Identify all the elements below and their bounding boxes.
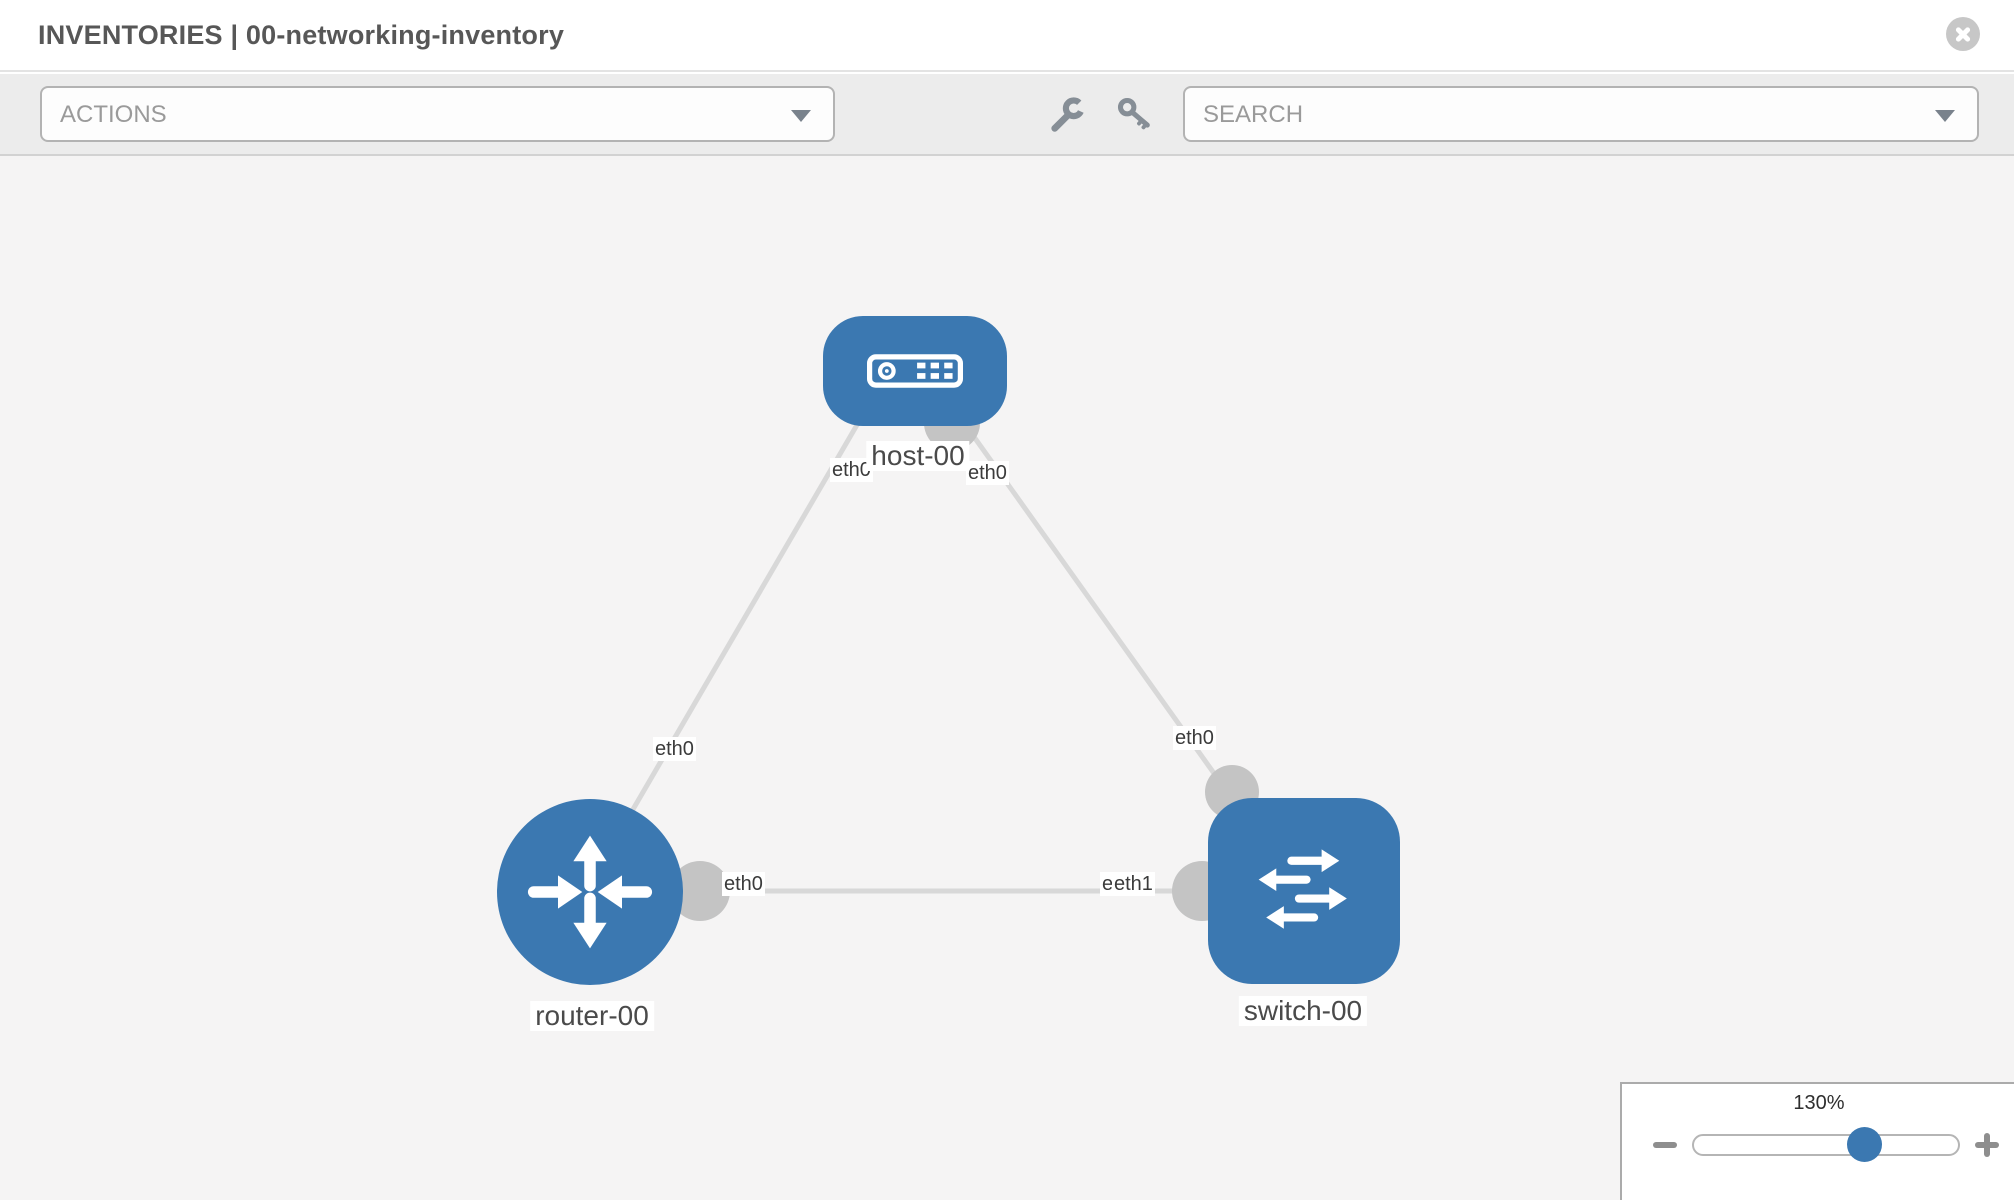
zoom-out-button[interactable] bbox=[1650, 1130, 1680, 1160]
zoom-panel: 130% bbox=[1620, 1082, 2014, 1200]
close-icon bbox=[1946, 17, 1980, 51]
zoom-slider-thumb[interactable] bbox=[1847, 1127, 1882, 1162]
zoom-level-label: 130% bbox=[1793, 1092, 1845, 1114]
actions-dropdown-label: ACTIONS bbox=[60, 101, 167, 128]
interface-label-host-eth0-left: eth0 bbox=[830, 458, 873, 482]
router-icon bbox=[527, 835, 653, 949]
toolbar: ACTIONS SEARCH bbox=[0, 74, 2014, 156]
zoom-slider[interactable] bbox=[1692, 1134, 1960, 1156]
tools-button[interactable] bbox=[1048, 96, 1086, 134]
chevron-down-icon bbox=[791, 110, 811, 122]
node-label-host: host-00 bbox=[866, 441, 970, 471]
topology-canvas[interactable]: host-00 router-00 switch-00 eth0 eth0 et… bbox=[0, 156, 2014, 1200]
switch-icon bbox=[1258, 849, 1347, 929]
node-label-router: router-00 bbox=[530, 1001, 654, 1031]
search-dropdown[interactable]: SEARCH bbox=[1183, 86, 1979, 142]
page-title: INVENTORIES | 00-networking-inventory bbox=[38, 20, 565, 50]
node-switch-00[interactable] bbox=[1208, 798, 1400, 984]
close-button[interactable] bbox=[1946, 17, 1980, 51]
zoom-in-button[interactable] bbox=[1972, 1130, 2002, 1160]
interface-label-switch-eth1: eth1 bbox=[1112, 872, 1155, 896]
actions-dropdown[interactable]: ACTIONS bbox=[40, 86, 835, 142]
interface-label-router-eth0: eth0 bbox=[653, 737, 696, 761]
node-host-00[interactable] bbox=[823, 316, 1007, 426]
header: INVENTORIES | 00-networking-inventory bbox=[0, 0, 2014, 72]
interface-label-switch-eth0: eth0 bbox=[1173, 726, 1216, 750]
node-label-switch: switch-00 bbox=[1238, 996, 1368, 1026]
interface-label-host-eth0-right: eth0 bbox=[966, 461, 1009, 485]
search-placeholder: SEARCH bbox=[1203, 101, 1304, 128]
interface-dot-router bbox=[670, 861, 730, 921]
node-router-00[interactable] bbox=[497, 799, 683, 985]
interface-label-router-eth0-horizontal: eth0 bbox=[722, 872, 765, 896]
chevron-down-icon bbox=[1935, 110, 1955, 122]
minus-icon bbox=[1653, 1142, 1677, 1148]
key-icon bbox=[1117, 97, 1150, 130]
edge-host-router bbox=[597, 404, 871, 868]
wrench-icon bbox=[1051, 96, 1086, 132]
key-button[interactable] bbox=[1116, 96, 1154, 134]
host-icon bbox=[867, 354, 963, 388]
topology-edges bbox=[590, 395, 1305, 921]
